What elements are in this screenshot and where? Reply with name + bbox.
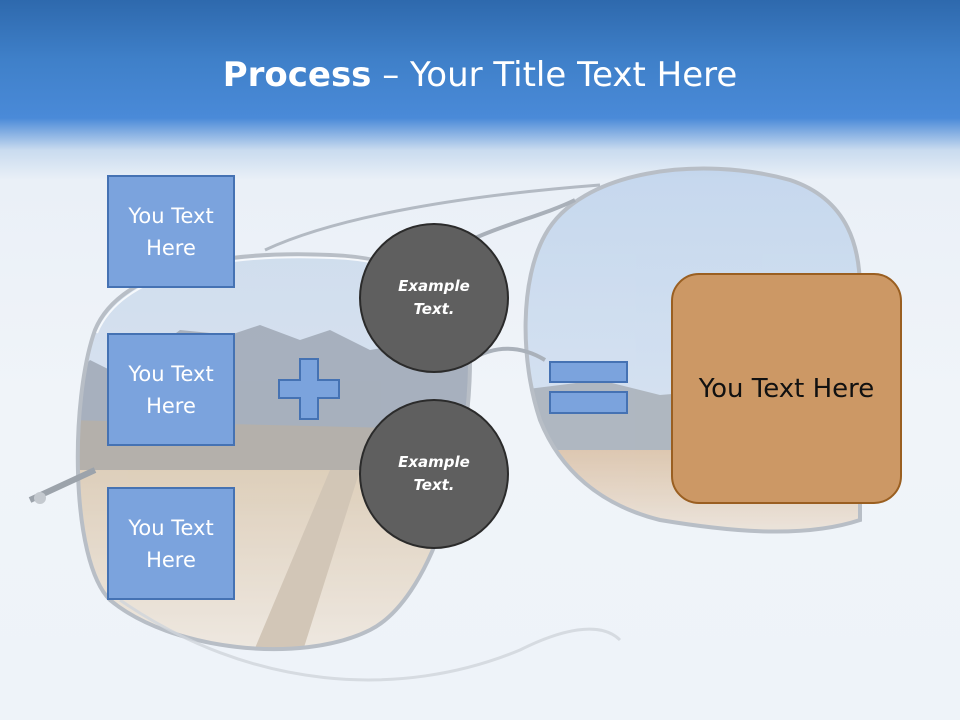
result-label: You Text Here xyxy=(698,373,875,404)
example-circle-1: Example Text. xyxy=(359,223,509,373)
plus-icon xyxy=(278,358,340,420)
circle-label: Example Text. xyxy=(398,453,470,494)
input-box-1: You Text Here xyxy=(107,175,235,288)
input-box-3: You Text Here xyxy=(107,487,235,600)
title-rest: – Your Title Text Here xyxy=(371,55,738,95)
input-box-label: You Text Here xyxy=(128,515,214,572)
equals-icon xyxy=(549,361,628,414)
input-box-label: You Text Here xyxy=(128,203,214,260)
example-circle-2: Example Text. xyxy=(359,399,509,549)
page-title: Process – Your Title Text Here xyxy=(0,52,960,98)
result-box: You Text Here xyxy=(671,273,902,504)
circle-label: Example Text. xyxy=(398,277,470,318)
title-bold: Process xyxy=(222,55,372,95)
input-box-2: You Text Here xyxy=(107,333,235,446)
input-box-label: You Text Here xyxy=(128,361,214,418)
